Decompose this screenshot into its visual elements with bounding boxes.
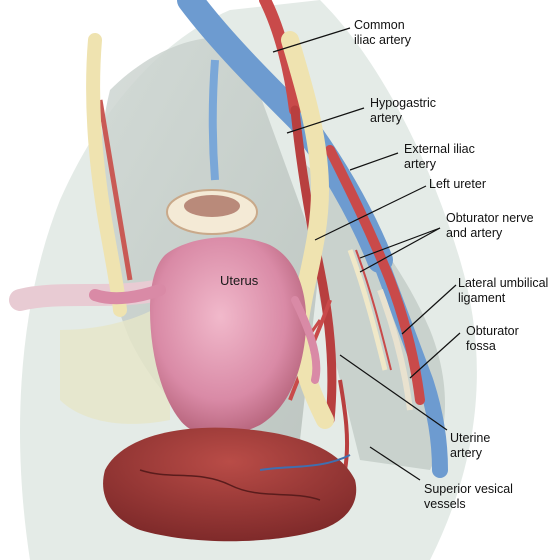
fallopian-tube-right <box>291 296 321 384</box>
leader-superior-vesical <box>369 446 421 481</box>
leader-uterine-artery <box>339 354 448 431</box>
obturator-nerve-artery <box>355 249 392 371</box>
label-obturator-nerve-artery: Obturator nerve and artery <box>446 211 534 240</box>
superior-vesical-vessel <box>338 379 350 471</box>
label-left-ureter: Left ureter <box>429 177 486 191</box>
label-common-iliac-artery: Common iliac artery <box>354 18 411 47</box>
left-ureter <box>281 31 334 429</box>
label-external-iliac-artery: External iliac artery <box>404 142 475 171</box>
leader-obturator-2 <box>359 227 441 273</box>
obturator-nerve <box>347 249 388 371</box>
label-lateral-umbilical-ligament: Lateral umbilical ligament <box>458 276 549 305</box>
right-ureter <box>86 33 127 317</box>
leader-hypogastric <box>286 107 365 134</box>
external-iliac-artery <box>325 145 425 405</box>
lateral-umbilical-ligament <box>377 288 413 411</box>
left-artery-branch <box>97 99 133 281</box>
vein-left-branch <box>208 59 219 181</box>
bladder-vein <box>259 454 351 471</box>
bladder-vessel <box>139 469 321 501</box>
label-superior-vesical-vessels: Superior vesical vessels <box>424 482 513 511</box>
hypogastric-artery <box>290 105 337 425</box>
leader-external-iliac <box>349 152 399 171</box>
rectum-lumen <box>184 195 240 217</box>
uterus-label: Uterus <box>220 273 259 288</box>
leader-common-iliac <box>272 27 351 53</box>
label-obturator-fossa: Obturator fossa <box>466 324 519 353</box>
broad-ligament-left <box>60 300 170 424</box>
leader-obturator-fossa <box>409 332 461 379</box>
fallopian-tube-left <box>89 284 166 305</box>
label-hypogastric-artery: Hypogastric artery <box>370 96 436 125</box>
leader-lines <box>272 27 461 481</box>
uterus-body <box>150 237 307 436</box>
common-iliac-artery <box>259 0 301 116</box>
leader-lateral-umbilical <box>401 284 457 335</box>
leader-obturator-1 <box>359 227 441 259</box>
label-uterine-artery: Uterine artery <box>450 431 491 460</box>
leader-left-ureter <box>314 185 427 241</box>
